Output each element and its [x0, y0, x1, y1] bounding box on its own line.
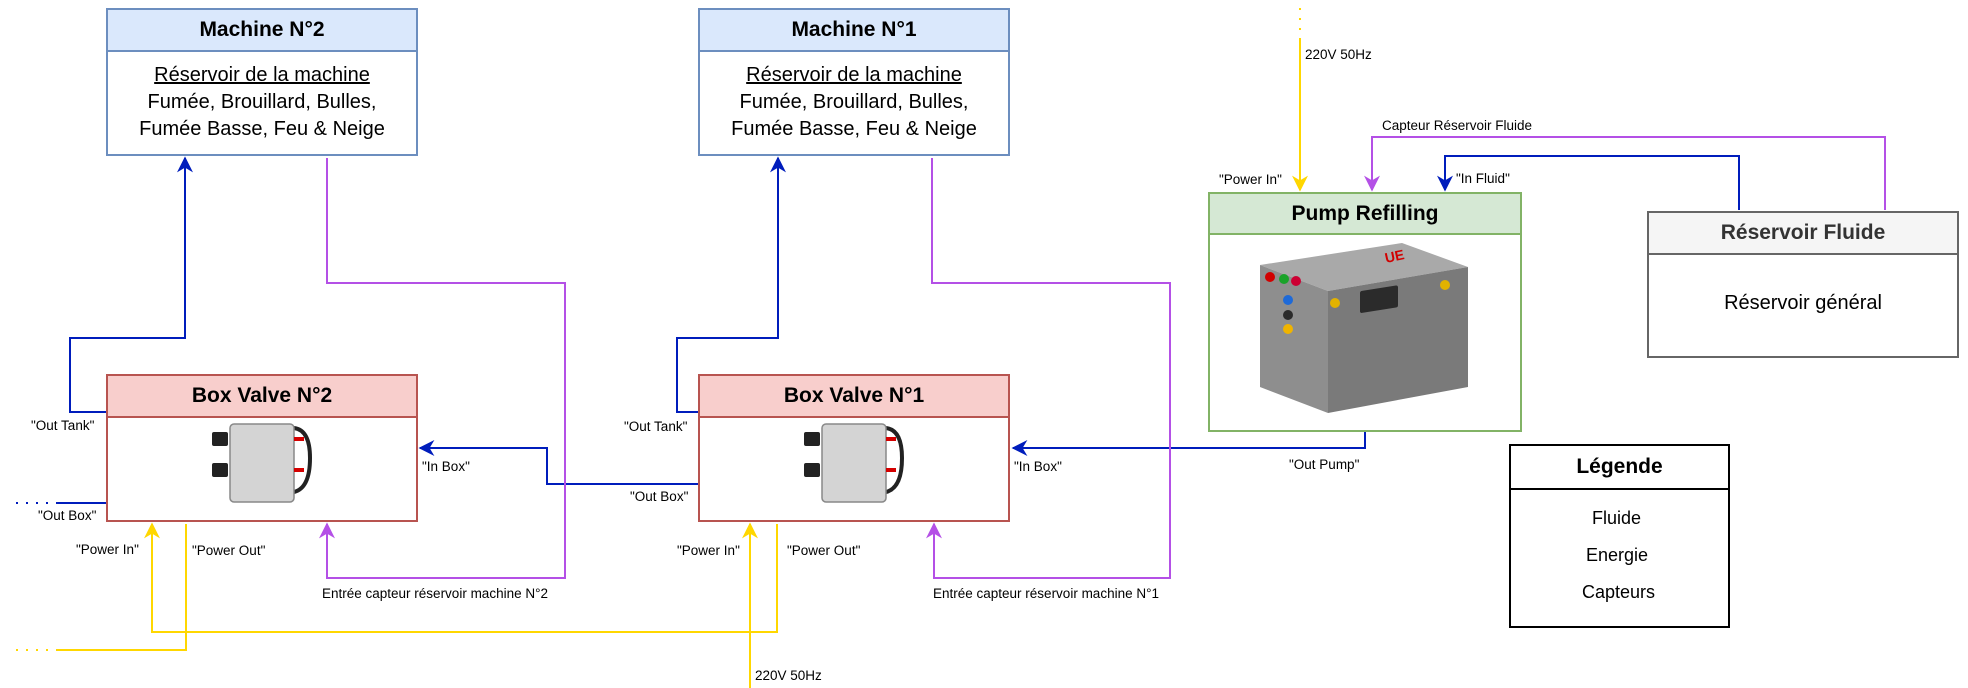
wire-machine2-sensor — [319, 158, 566, 579]
label-out-box-valve1: "Out Box" — [630, 489, 689, 504]
label-power-out-valve2: "Power Out" — [192, 543, 266, 558]
reservoir-body: Réservoir général — [1724, 292, 1882, 314]
wire-reservoir-sensor — [1364, 136, 1886, 210]
label-power-in-valve1: "Power In" — [677, 543, 740, 558]
machine-2-box: Machine N°2 Réservoir de la machine Fumé… — [106, 8, 418, 156]
reservoir-title: Réservoir Fluide — [1649, 213, 1957, 255]
wire-valve1-to-valve2-power — [144, 522, 778, 633]
machine-1-title: Machine N°1 — [700, 10, 1008, 52]
valve-image — [212, 423, 313, 503]
label-out-pump: "Out Pump" — [1289, 457, 1360, 472]
pump-image: UE — [1260, 243, 1468, 413]
label-sensor-fluid: Capteur Réservoir Fluide — [1382, 118, 1533, 133]
reservoir-fluide: Réservoir Fluide Réservoir général — [1647, 211, 1959, 358]
machine-2-line2: Fumée Basse, Feu & Neige — [139, 118, 385, 140]
label-power-in-pump: "Power In" — [1219, 172, 1282, 187]
label-out-box-valve2: "Out Box" — [38, 508, 97, 523]
pump-refilling: Pump Refilling UE — [1208, 192, 1522, 432]
machine-2-body: Réservoir de la machine Fumée, Brouillar… — [108, 52, 416, 143]
label-power-in-valve2: "Power In" — [76, 542, 139, 557]
label-out-tank-valve2: "Out Tank" — [31, 418, 95, 433]
legend: Légende — [1509, 444, 1730, 628]
label-sensor-machine1: Entrée capteur réservoir machine N°1 — [933, 586, 1159, 601]
legend-label-fluide: Fluide — [1592, 508, 1642, 529]
label-sensor-machine2: Entrée capteur réservoir machine N°2 — [322, 586, 548, 601]
machine-1-line1: Fumée, Brouillard, Bulles, — [739, 91, 969, 113]
machine-1-box: Machine N°1 Réservoir de la machine Fumé… — [698, 8, 1010, 156]
pump-title: Pump Refilling — [1210, 194, 1520, 235]
box-valve-1: Box Valve N°1 — [698, 374, 1010, 522]
wire-valve2-power-out — [58, 524, 187, 651]
wire-machine1-sensor — [926, 158, 1171, 579]
box-valve-2: Box Valve N°2 — [106, 374, 418, 522]
legend-label-energie: Energie — [1586, 545, 1649, 566]
machine-1-body: Réservoir de la machine Fumée, Brouillar… — [700, 52, 1008, 143]
machine-1-reservoir: Réservoir de la machine — [746, 64, 962, 86]
label-in-box-valve1: "In Box" — [1014, 459, 1062, 474]
label-out-tank-valve1: "Out Tank" — [624, 419, 688, 434]
box-valve-2-title: Box Valve N°2 — [108, 376, 416, 418]
legend-label-capteurs: Capteurs — [1582, 582, 1656, 603]
wire-reservoir-to-pump — [1437, 155, 1740, 210]
svg-text:UE: UE — [1383, 246, 1405, 266]
valve-image — [804, 423, 905, 503]
wire-pump-to-valve1 — [1011, 432, 1366, 456]
wire-valve2-to-machine2 — [69, 156, 193, 413]
legend-title: Légende — [1511, 446, 1728, 490]
machine-1-line2: Fumée Basse, Feu & Neige — [731, 118, 977, 140]
wire-valve1-to-machine1 — [676, 156, 786, 413]
machine-2-reservoir: Réservoir de la machine — [154, 64, 370, 86]
label-mains-valve1: 220V 50Hz — [755, 668, 822, 683]
label-mains-pump: 220V 50Hz — [1305, 47, 1372, 62]
label-in-fluid: "In Fluid" — [1456, 171, 1510, 186]
wire-valve1-to-valve2 — [418, 440, 698, 485]
label-in-box-valve2: "In Box" — [422, 459, 470, 474]
machine-2-line1: Fumée, Brouillard, Bulles, — [147, 91, 377, 113]
box-valve-1-title: Box Valve N°1 — [700, 376, 1008, 418]
machine-2-title: Machine N°2 — [108, 10, 416, 52]
label-power-out-valve1: "Power Out" — [787, 543, 861, 558]
